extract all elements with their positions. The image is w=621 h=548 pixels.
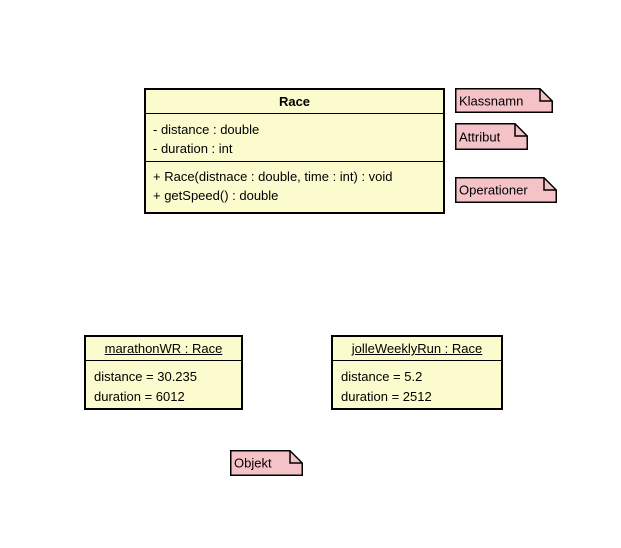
class-operation-line: + getSpeed() : double: [153, 188, 279, 203]
object-slot-line: duration = 2512: [341, 389, 432, 404]
object-slots-compartment: distance = 5.2 duration = 2512: [333, 361, 501, 408]
note-operationer[interactable]: Operationer: [455, 177, 557, 203]
object-slot-line: duration = 6012: [94, 389, 185, 404]
class-box-race[interactable]: Race - distance : double - duration : in…: [144, 88, 445, 214]
class-attribute-line: - duration : int: [153, 141, 233, 156]
object-box-jolleweeklyrun[interactable]: jolleWeeklyRun : Race distance = 5.2 dur…: [331, 335, 503, 410]
note-dogear-icon: [230, 450, 303, 476]
class-operations-compartment: + Race(distnace : double, time : int) : …: [146, 162, 443, 212]
object-slots-compartment: distance = 30.235 duration = 6012: [86, 361, 241, 408]
note-attribut[interactable]: Attribut: [455, 123, 528, 150]
class-operation-line: + Race(distnace : double, time : int) : …: [153, 169, 393, 184]
class-attribute-line: - distance : double: [153, 122, 260, 137]
note-label: Objekt: [234, 455, 272, 471]
note-label: Operationer: [459, 182, 528, 198]
object-name: marathonWR : Race: [86, 337, 241, 361]
note-dogear-icon: [455, 177, 557, 203]
note-label: Attribut: [459, 129, 501, 144]
object-box-marathonwr[interactable]: marathonWR : Race distance = 30.235 dura…: [84, 335, 243, 410]
class-attributes-compartment: - distance : double - duration : int: [146, 114, 443, 162]
note-objekt[interactable]: Objekt: [230, 450, 303, 476]
object-slot-line: distance = 30.235: [94, 369, 197, 384]
note-dogear-icon: [455, 123, 528, 150]
object-name: jolleWeeklyRun : Race: [333, 337, 501, 361]
note-dogear-icon: [455, 88, 553, 113]
class-name: Race: [146, 90, 443, 114]
note-label: Klassnamn: [459, 93, 524, 108]
object-slot-line: distance = 5.2: [341, 369, 423, 384]
note-klassnamn[interactable]: Klassnamn: [455, 88, 553, 113]
